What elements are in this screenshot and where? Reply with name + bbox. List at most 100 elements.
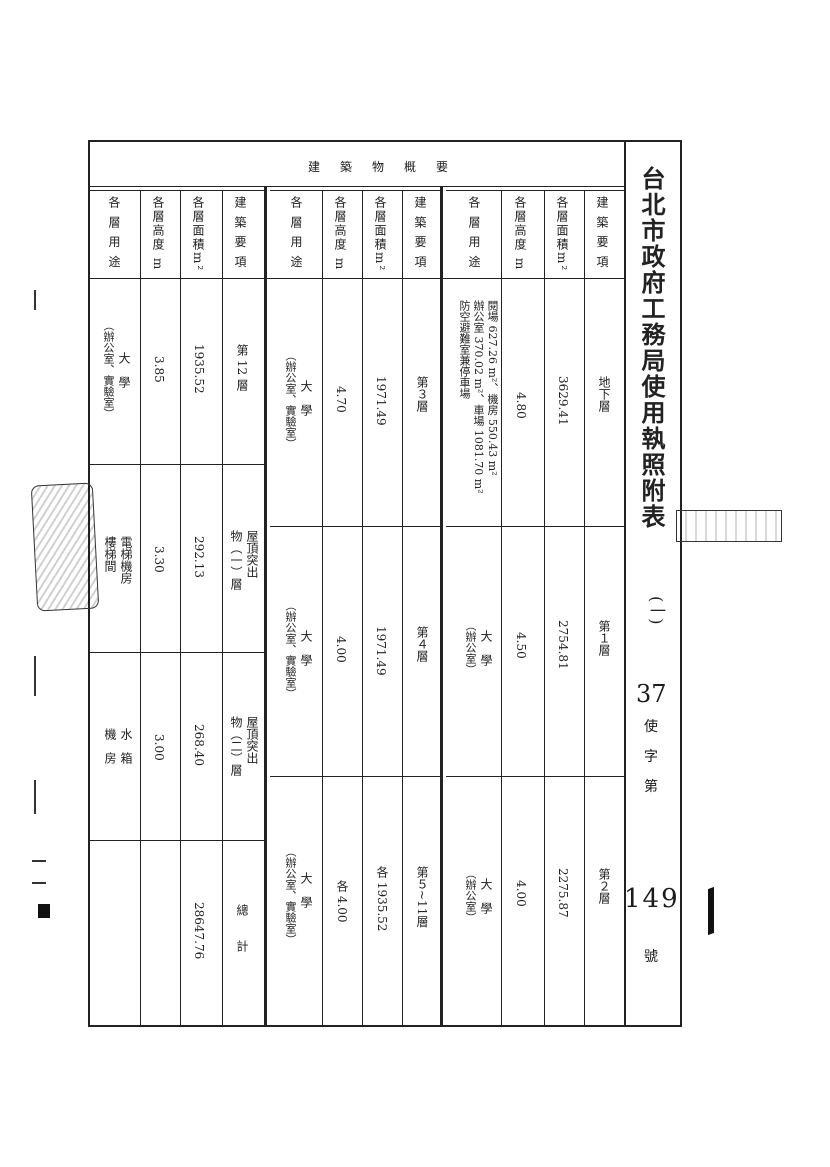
g1-label-height: 各層高度 m xyxy=(513,196,527,272)
page-title: 台北市政府工務局使用執照附表 xyxy=(637,166,666,530)
g2c1-area: 1971.49 xyxy=(374,376,388,426)
g3c1-height: 3.85 xyxy=(152,356,166,383)
g3c2-usage-line2: 樓梯間 xyxy=(103,536,117,572)
g2c3-usage-line2: （辦公室、實驗室） xyxy=(284,846,297,945)
g1c3-floor: 第２層 xyxy=(597,868,611,904)
g2c2-usage-line2: （辦公室、實驗室） xyxy=(284,600,297,699)
scan-dash-2 xyxy=(34,656,36,696)
g3c2-floor-line1: 屋頂突出 xyxy=(245,530,259,578)
g3-row-line-b xyxy=(180,190,181,1027)
frame-title-border xyxy=(624,140,626,1027)
g1c1-area: 3629.41 xyxy=(556,376,570,426)
g1c2-area: 2754.81 xyxy=(556,620,570,670)
g2c1-usage-line1: 大 學 xyxy=(299,380,313,416)
title-suffix: (一) xyxy=(647,596,666,625)
g2c1-height: 4.70 xyxy=(334,386,348,413)
g2c2-usage-line1: 大 學 xyxy=(299,630,313,666)
g1-row-line-c xyxy=(584,190,585,1027)
g2-row-line-b xyxy=(362,190,363,1027)
g3-label-area: 各層面積m² xyxy=(191,196,205,273)
g1-col-div-2 xyxy=(446,776,624,777)
g3-col-div-2 xyxy=(88,652,266,653)
g3c1-area: 1935.52 xyxy=(192,344,206,394)
g1c2-usage-line1: 大 學 xyxy=(479,630,493,666)
g3c2-floor-line2: 物（一）層 xyxy=(229,530,243,590)
section-header: 建 築 物 概 要 xyxy=(307,160,452,174)
g1-label-usage: 各 層 用 途 xyxy=(467,196,481,270)
g3c3-usage-line2: 機 房 xyxy=(103,728,117,764)
g2c2-area: 1971.49 xyxy=(374,626,388,676)
serial-number: 149 xyxy=(624,884,680,914)
g3c4-area: 28647.76 xyxy=(192,902,206,960)
g3c2-usage-line1: 電梯機房 xyxy=(119,536,133,584)
g3-label-usage: 各 層 用 途 xyxy=(107,196,121,270)
g1c1-usage-line1: 閱場 627.26 m²、機房 550.43 m² xyxy=(486,300,499,476)
g2c3-area: 各 1935.52 xyxy=(375,866,389,932)
g3c1-floor: 第 12 層 xyxy=(235,344,249,391)
seal-stamp xyxy=(30,482,100,612)
g3c3-floor-line1: 屋頂突出 xyxy=(245,716,259,764)
license-char-2: 字 xyxy=(644,749,658,765)
g1-row-line-b xyxy=(544,190,545,1027)
g2-label-floor: 建 築 要 項 xyxy=(413,196,427,270)
license-char-hao: 號 xyxy=(644,949,658,965)
group-sep-2 xyxy=(440,186,443,1027)
g2c2-height: 4.00 xyxy=(334,636,348,663)
g3-label-height: 各層高度 m xyxy=(151,196,165,272)
side-stamp-box xyxy=(676,510,782,542)
g1-label-floor: 建 築 要 項 xyxy=(595,196,609,270)
frame-right xyxy=(680,140,682,1027)
g3-row-line-a xyxy=(140,190,141,1027)
g2-label-usage: 各 層 用 途 xyxy=(289,196,303,270)
g3c1-usage-line2: （辦公室、實驗室） xyxy=(102,320,115,419)
g2c3-height: 各 4.00 xyxy=(335,880,349,923)
g2-col-div-1 xyxy=(270,526,442,527)
g3-row-line-c xyxy=(222,190,223,1027)
g2-label-area: 各層面積m² xyxy=(373,196,387,273)
g2-row-line-c xyxy=(402,190,403,1027)
scan-mark-2 xyxy=(38,904,50,918)
g3c2-height: 3.30 xyxy=(152,546,166,573)
g2-label-height: 各層高度 m xyxy=(333,196,347,272)
g1c1-usage-line3: 防空避難室兼停車場 xyxy=(458,300,471,399)
g1c1-usage-line2: 辦公室 370.02 m²、車場 1081.70 m² xyxy=(472,300,485,494)
g2-row-line-a xyxy=(322,190,323,1027)
g3c2-area: 292.13 xyxy=(192,536,206,578)
license-char-1: 使 xyxy=(644,719,658,735)
g2c1-usage-line2: （辦公室、實驗室） xyxy=(284,350,297,449)
g2c1-floor: 第３層 xyxy=(415,376,429,412)
group1-top-line xyxy=(446,190,624,191)
license-char-3: 第 xyxy=(644,779,658,795)
group2-top-line xyxy=(270,190,442,191)
g3-label-floor: 建 築 要 項 xyxy=(233,196,247,270)
g1c3-usage-line2: （辦公室） xyxy=(464,868,477,923)
scan-mark-1 xyxy=(708,886,714,936)
g1c3-height: 4.00 xyxy=(514,880,528,907)
g1-label-area: 各層面積m² xyxy=(555,196,569,273)
g3-col-div-1 xyxy=(88,464,266,465)
label-row-line xyxy=(88,278,624,279)
g1c1-height: 4.80 xyxy=(514,392,528,419)
frame-bottom xyxy=(88,1025,682,1027)
g2c3-usage-line1: 大 學 xyxy=(299,872,313,908)
g1c2-height: 4.50 xyxy=(514,632,528,659)
g3c3-height: 3.00 xyxy=(152,734,166,761)
g1c3-usage-line1: 大 學 xyxy=(479,878,493,914)
group3-top-line xyxy=(88,190,266,191)
header-line xyxy=(88,186,624,187)
frame-left xyxy=(88,140,90,1027)
g1-col-div-1 xyxy=(446,526,624,527)
g1c2-floor: 第１層 xyxy=(597,620,611,656)
scan-dash-1 xyxy=(34,290,36,310)
g1-row-line-a xyxy=(501,190,502,1027)
frame-top xyxy=(88,140,682,142)
scan-dash-4 xyxy=(32,860,46,884)
scan-dash-3 xyxy=(34,780,36,814)
g3c4-floor: 總 計 xyxy=(235,904,249,958)
group-sep-1 xyxy=(264,186,267,1027)
g2c2-floor: 第４層 xyxy=(415,626,429,662)
g3c1-usage-line1: 大 學 xyxy=(117,352,131,388)
g2c3-floor: 第５~11層 xyxy=(415,866,429,928)
g3c3-floor-line2: 物（二）層 xyxy=(229,716,243,776)
g1c3-area: 2275.87 xyxy=(556,868,570,918)
